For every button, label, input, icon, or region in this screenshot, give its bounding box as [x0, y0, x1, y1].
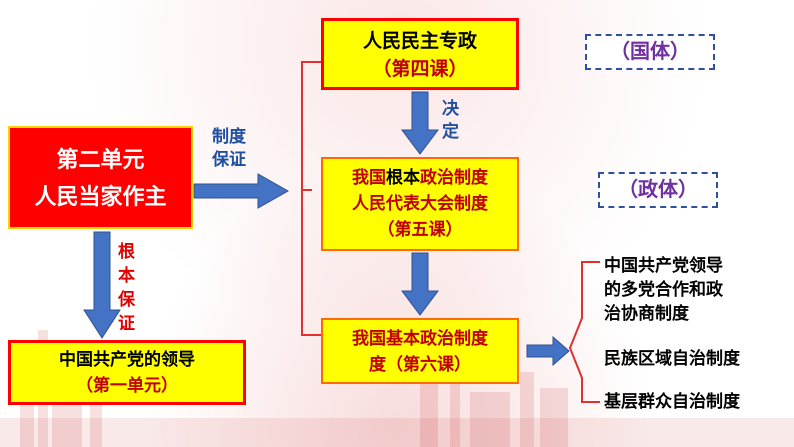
right-arrow-systems: [526, 335, 570, 367]
fundamental-system-box: 我国根本政治制度 人民代表大会制度 （第五课）: [321, 157, 519, 251]
system-item-ethnic-autonomy: 民族区域自治制度: [604, 349, 740, 369]
basic-system-box: 我国基本政治制度 度（第六课）: [321, 318, 519, 384]
unit-title: 第二单元: [56, 148, 145, 173]
government-system-tag: （政体）: [598, 172, 718, 208]
fundamental-lesson: （第五课）: [377, 220, 463, 240]
basic-lesson: 度（第六课）: [369, 355, 471, 375]
state-system-tag: （国体）: [585, 34, 715, 70]
unit-subtitle: 人民当家作主: [34, 185, 167, 210]
basic-title: 我国基本政治制度: [352, 329, 488, 349]
party-lesson: （第一单元）: [76, 376, 178, 396]
root-guarantee-label: 根 本 保 证: [118, 242, 135, 334]
fundamental-title: 我国根本政治制度: [352, 168, 488, 188]
party-leadership-box: 中国共产党的领导 （第一单元）: [8, 340, 246, 405]
down-arrow-decide: [401, 91, 439, 155]
fundamental-name: 人民代表大会制度: [352, 194, 488, 214]
system-item-multiparty: 中国共产党领导 的多党合作和政 治协商制度: [604, 256, 723, 324]
institution-guarantee-label: 制度 保证: [212, 127, 246, 170]
down-arrow-fundamental: [401, 252, 439, 316]
dictatorship-lesson: （第四课）: [372, 58, 468, 80]
system-item-grassroots: 基层群众自治制度: [604, 392, 740, 412]
dictatorship-title: 人民民主专政: [362, 30, 477, 52]
party-title: 中国共产党的领导: [59, 350, 195, 370]
unit-box: 第二单元 人民当家作主: [8, 126, 193, 229]
dictatorship-box: 人民民主专政 （第四课）: [321, 18, 519, 90]
right-arrow-institution: [193, 173, 290, 209]
down-arrow-root: [83, 231, 121, 339]
decide-label: 决 定: [442, 99, 459, 142]
